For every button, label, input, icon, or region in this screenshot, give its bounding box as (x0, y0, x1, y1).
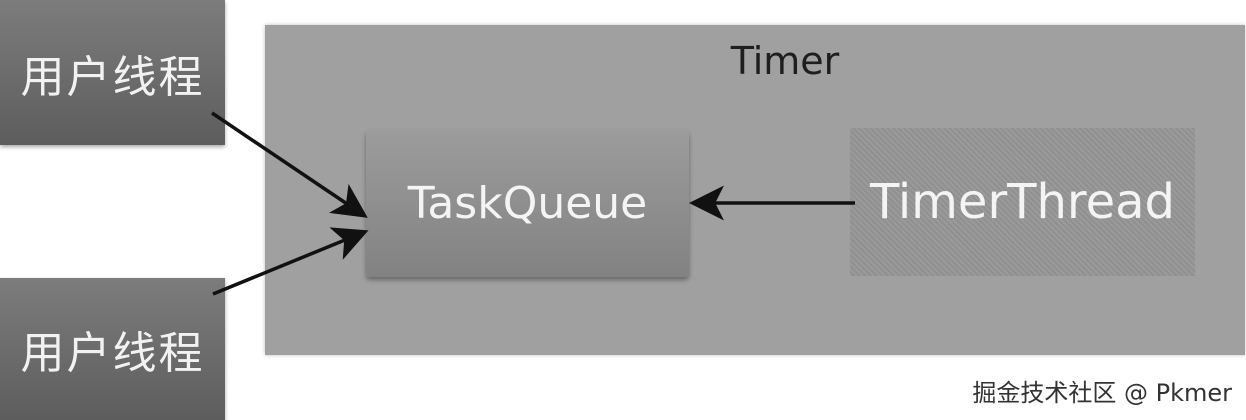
user-thread-top: 用户线程 (0, 0, 225, 145)
timer-thread-box: TimerThread (850, 128, 1195, 276)
watermark: 掘金技术社区 @ Pkmer (972, 379, 1232, 407)
user-thread-top-label: 用户线程 (20, 51, 205, 103)
timer-thread-label: TimerThread (869, 174, 1176, 230)
task-queue-box: TaskQueue (366, 130, 689, 277)
task-queue-label: TaskQueue (407, 178, 648, 229)
timer-title: Timer (730, 39, 840, 83)
user-thread-bottom-label: 用户线程 (20, 328, 205, 379)
user-thread-bottom: 用户线程 (0, 278, 225, 420)
